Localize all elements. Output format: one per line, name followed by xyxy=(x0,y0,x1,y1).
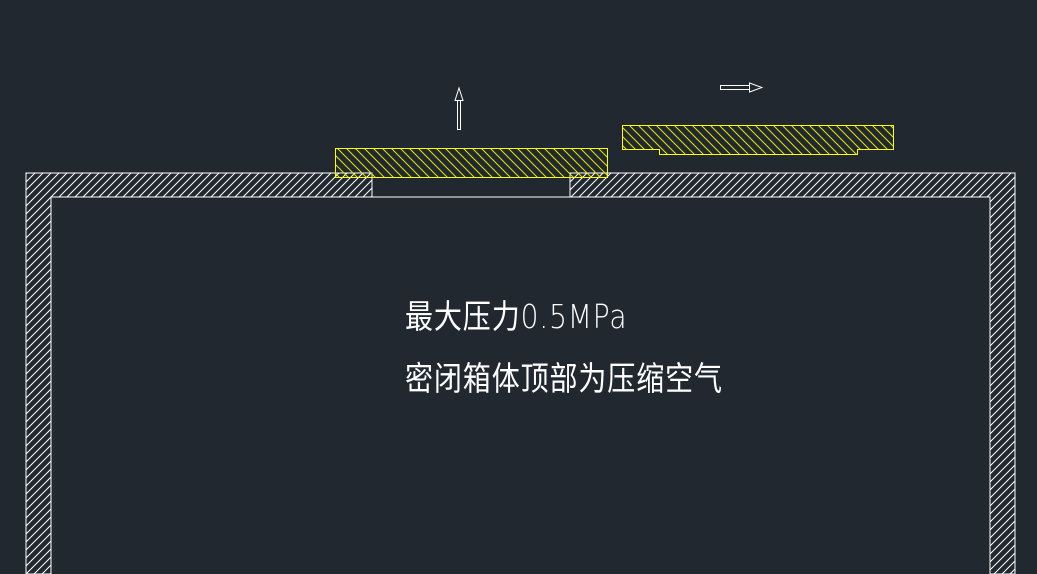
arrow-right-icon xyxy=(720,82,764,93)
tank-wall xyxy=(25,172,1016,574)
lid-plate-sliding xyxy=(622,125,894,155)
pressure-annotation: 最大压力0.5MPa xyxy=(405,297,628,336)
lid-plate-lifted xyxy=(335,148,608,178)
air-annotation: 密闭箱体顶部为压缩空气 xyxy=(405,359,723,398)
arrow-up-icon xyxy=(454,86,464,130)
